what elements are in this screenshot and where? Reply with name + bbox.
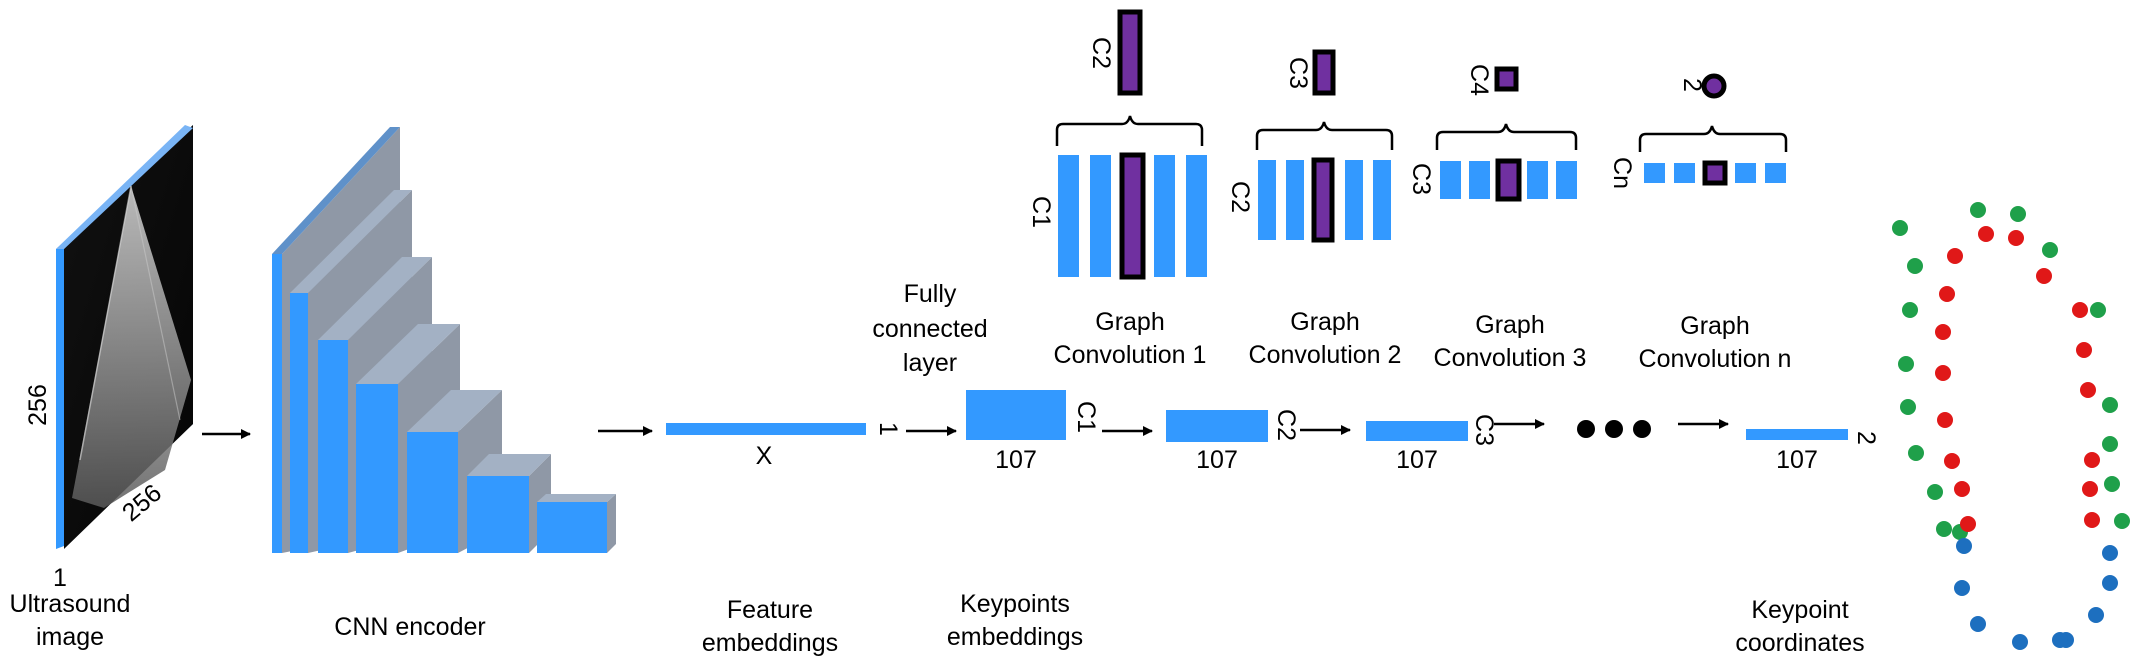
gc3-out-label: C4: [1465, 64, 1493, 96]
gc1-dim-label: 107: [1196, 446, 1238, 474]
gcn-channels-label: 2: [1852, 431, 1880, 445]
gc2-title-line2: Convolution 2: [1248, 341, 1402, 369]
feature-dim-label: X: [755, 442, 773, 470]
fc-dim-label: 107: [995, 446, 1037, 474]
keypoint-dot-green: [2010, 206, 2026, 222]
gcn-title-line2: Convolution n: [1638, 345, 1792, 373]
keypoint-dot-green: [1936, 521, 1952, 537]
keypoint-dot-green: [1898, 356, 1914, 372]
keypoint-dot-blue: [2012, 634, 2028, 650]
gc2-output-block: [1366, 421, 1468, 441]
input-caption-line1: Ultrasound: [9, 590, 131, 618]
fc-title-line3: layer: [902, 349, 958, 377]
keypoint-dot-green: [1892, 220, 1908, 236]
gc2-detail: [1255, 49, 1394, 243]
gc1-channels-label: C2: [1272, 409, 1300, 441]
keypoint-dot-red: [2072, 302, 2088, 318]
keypoints-embeddings-line1: Keypoints: [960, 590, 1070, 618]
keypoint-dot-red: [1960, 516, 1976, 532]
gcn-output-block: [1746, 429, 1848, 440]
keypoint-dot-red: [1954, 481, 1970, 497]
gcn-dim-label: 107: [1776, 446, 1818, 474]
keypoint-dot-red: [2080, 382, 2096, 398]
keypoint-dot-blue: [2102, 545, 2118, 561]
keypoint-dot-red: [1939, 286, 1955, 302]
keypoint-dot-green: [1902, 302, 1918, 318]
cnn-encoder: [272, 127, 616, 553]
feature-count-label: 1: [874, 422, 902, 436]
keypoint-dot-red: [2084, 452, 2100, 468]
ultrasound-image: [56, 125, 193, 549]
gc1-title-line2: Convolution 1: [1053, 341, 1207, 369]
gcn-detail: [1638, 73, 1788, 186]
gc1-in-label: C1: [1027, 196, 1055, 228]
gc2-out-label: C3: [1284, 57, 1312, 89]
fc-title-line1: Fully: [903, 280, 957, 308]
gc2-channels-label: C3: [1470, 414, 1498, 446]
input-channels-label: 1: [53, 564, 67, 592]
keypoint-dot-blue: [2088, 607, 2104, 623]
feature-embedding-bar: [666, 423, 866, 435]
keypoint-dot-red: [2082, 481, 2098, 497]
keypoint-dot-red: [2008, 230, 2024, 246]
keypoint-dots: [1892, 202, 2130, 650]
feature-caption-line1: Feature: [726, 596, 814, 624]
gc3-detail: [1435, 66, 1578, 202]
keypoint-dot-blue: [1956, 538, 1972, 554]
keypoint-dot-green: [1927, 484, 1943, 500]
keypoint-dot-red: [1935, 324, 1951, 340]
gc3-in-label: C3: [1407, 163, 1435, 195]
keypoint-dot-green: [2104, 476, 2120, 492]
input-height-label: 256: [24, 384, 52, 426]
fc-title-line2: connected: [872, 315, 988, 343]
ellipsis-dots: [1577, 420, 1651, 438]
keypoint-dot-red: [1937, 412, 1953, 428]
gcn-title-line1: Graph: [1680, 312, 1750, 340]
output-caption-line1: Keypoint: [1751, 596, 1849, 624]
gc1-out-label: C2: [1087, 37, 1115, 69]
keypoints-embeddings-line2: embeddings: [946, 623, 1084, 651]
gc3-title-line1: Graph: [1475, 311, 1545, 339]
keypoint-dot-blue: [1970, 616, 1986, 632]
input-caption-line2: image: [35, 623, 105, 651]
output-caption-line2: coordinates: [1735, 629, 1865, 657]
gcn-in-label: Cn: [1608, 157, 1636, 189]
gc1-title-line1: Graph: [1095, 308, 1165, 336]
keypoint-dot-red: [1947, 248, 1963, 264]
keypoint-dot-green: [2042, 242, 2058, 258]
gcn-out-label: 2: [1678, 78, 1706, 92]
keypoint-dot-blue: [1954, 580, 1970, 596]
keypoint-dot-red: [2084, 512, 2100, 528]
ultrasound-scan-fan: [72, 186, 191, 508]
keypoint-dot-green: [1970, 202, 1986, 218]
keypoint-dot-red: [1944, 453, 1960, 469]
gc1-detail: [1055, 9, 1207, 280]
keypoint-dot-green: [2090, 302, 2106, 318]
gc2-dim-label: 107: [1396, 446, 1438, 474]
keypoint-dot-blue: [2102, 575, 2118, 591]
gc1-output-block: [1166, 410, 1268, 442]
keypoint-dot-red: [1935, 365, 1951, 381]
keypoint-dot-green: [1900, 399, 1916, 415]
keypoint-dot-red: [2036, 268, 2052, 284]
keypoint-dot-green: [2102, 436, 2118, 452]
keypoint-dot-green: [2102, 397, 2118, 413]
keypoint-dot-green: [1907, 258, 1923, 274]
keypoint-dot-red: [1978, 226, 1994, 242]
gc2-in-label: C2: [1226, 181, 1254, 213]
feature-caption-line2: embeddings: [701, 629, 839, 657]
gc2-title-line1: Graph: [1290, 308, 1360, 336]
encoder-caption: CNN encoder: [334, 613, 486, 641]
keypoint-dot-red: [2076, 342, 2092, 358]
fc-channels-label: C1: [1072, 401, 1100, 433]
gc3-title-line2: Convolution 3: [1433, 344, 1587, 372]
fc-output-block: [966, 390, 1066, 440]
keypoint-dot-green: [2114, 513, 2130, 529]
keypoint-dot-blue: [2052, 632, 2068, 648]
keypoint-dot-green: [1908, 445, 1924, 461]
